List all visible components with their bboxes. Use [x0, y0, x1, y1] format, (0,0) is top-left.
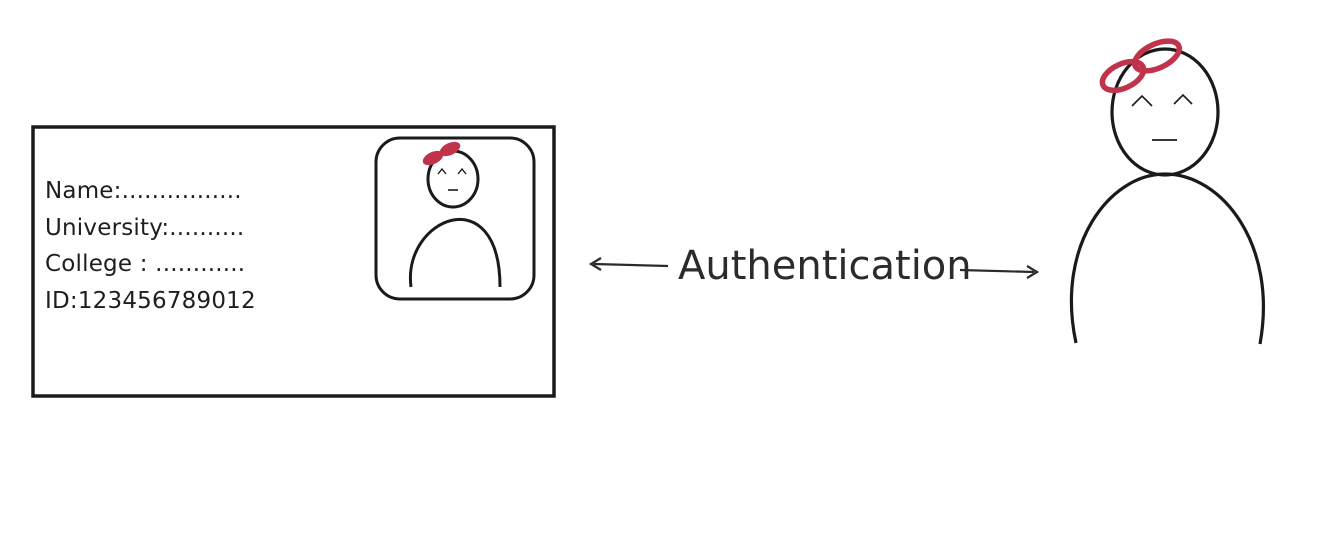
id-card-fields: Name:................ University:.......… [45, 173, 256, 319]
photo-person-icon [408, 141, 502, 288]
college-field: College : ............ [45, 251, 246, 277]
university-field: University:.......... [45, 214, 245, 241]
photo-bow-icon [422, 141, 461, 166]
id-card-border [31, 125, 556, 398]
id-number-field: ID:123456789012 [45, 287, 256, 314]
name-field: Name:................ [45, 178, 242, 204]
person-icon [1069, 38, 1266, 345]
authentication-label: Authentication [678, 243, 972, 289]
photo-frame [374, 136, 536, 301]
id-card-photo [374, 136, 536, 301]
person-left-eye [1131, 94, 1153, 107]
id-card [31, 125, 556, 398]
right-arrow-icon [1026, 265, 1040, 279]
person-right-eye [1173, 93, 1193, 105]
right-arrow-line [959, 268, 1035, 274]
authentication-link [588, 257, 1040, 279]
left-arrow-line [593, 262, 669, 268]
bow-icon [1099, 38, 1183, 94]
left-arrow-icon [588, 257, 602, 271]
person-body [1069, 172, 1266, 345]
